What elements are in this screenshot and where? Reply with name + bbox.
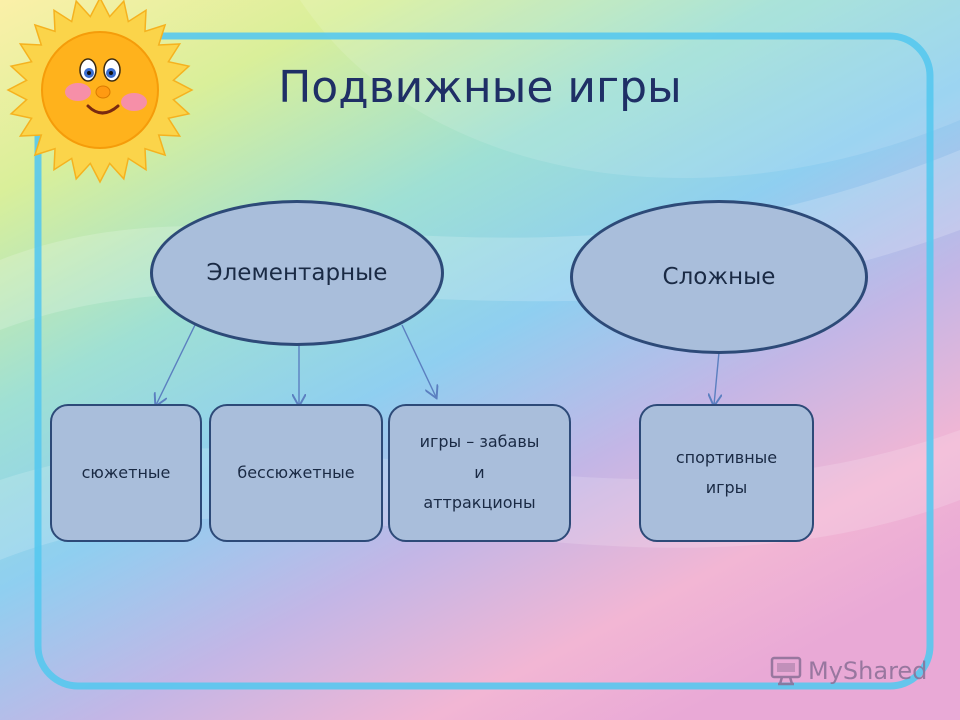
sun-icon <box>6 0 194 184</box>
node-plotless-games: бессюжетные <box>209 404 383 542</box>
arrow-to-sports-games <box>714 351 719 405</box>
category-complex: Сложные <box>570 200 868 354</box>
node-sports-games-label: спортивные игры <box>675 447 778 497</box>
node-sports-games: спортивные игры <box>639 404 814 542</box>
watermark: MyShared <box>770 656 927 686</box>
arrow-to-plot-games <box>156 324 196 405</box>
page-title: Подвижные игры <box>278 62 682 113</box>
watermark-text: MyShared <box>808 657 928 685</box>
category-elementary: Элементарные <box>150 200 444 346</box>
category-complex-label: Сложные <box>662 264 776 290</box>
node-fun-games: игры – забавы и аттракционы <box>388 404 571 542</box>
node-plot-games: сюжетные <box>50 404 202 542</box>
node-fun-games-label: игры – забавы и аттракционы <box>419 432 540 513</box>
node-plotless-games-label: бессюжетные <box>237 462 355 482</box>
node-plot-games-label: сюжетные <box>81 462 171 482</box>
arrow-to-fun-games <box>401 324 436 397</box>
category-elementary-label: Элементарные <box>206 260 388 286</box>
monitor-icon <box>770 656 802 686</box>
